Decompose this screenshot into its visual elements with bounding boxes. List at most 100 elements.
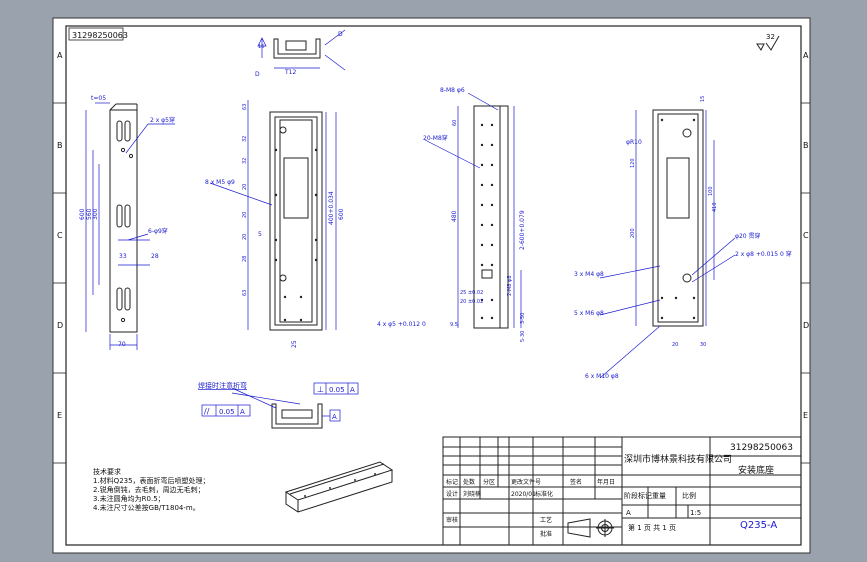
isometric-view <box>284 461 394 513</box>
svg-text:刘晓楠: 刘晓楠 <box>463 490 481 498</box>
svg-text:重量: 重量 <box>652 492 666 500</box>
svg-text:33: 33 <box>119 253 127 260</box>
svg-text:Q235-A: Q235-A <box>740 520 777 531</box>
svg-text:A: A <box>332 413 337 421</box>
svg-text:比例: 比例 <box>682 491 696 500</box>
view-3: 8-M8 φ6 20-M8穿 60 480 2-600+0.079 2-M8 φ… <box>377 87 526 342</box>
svg-text:20: 20 <box>242 234 248 240</box>
svg-text:审核: 审核 <box>446 516 458 524</box>
svg-text:32: 32 <box>242 158 248 164</box>
section-view: D D T12 16 <box>255 29 346 78</box>
svg-text:60: 60 <box>452 120 458 126</box>
svg-text:处数: 处数 <box>463 478 475 486</box>
technical-notes: 技术要求 1.材料Q235，表面折弯后喷塑处理； 2.锐角倒钝，去毛刺，周边无毛… <box>93 467 210 512</box>
svg-text:20: 20 <box>242 212 248 218</box>
svg-text:0.05: 0.05 <box>329 386 345 394</box>
svg-text:63: 63 <box>242 290 248 296</box>
svg-text:分区: 分区 <box>483 478 495 486</box>
svg-text:560: 560 <box>86 208 93 220</box>
datum-box: A <box>322 409 341 422</box>
perpendicularity-box: ⊥ 0.05 A <box>313 382 359 395</box>
svg-text:20-M8穿: 20-M8穿 <box>423 134 448 142</box>
view-1-side: t=05 2 x φ5穿 6-φ9穿 600 560 300 33 28 70 <box>79 95 175 350</box>
paper <box>52 17 811 554</box>
svg-text:300: 300 <box>92 208 99 220</box>
svg-text:签名: 签名 <box>570 478 582 486</box>
weld-detail: 焊接时注意折弯 ⊥ 0.05 A // 0.05 A A <box>198 381 359 429</box>
svg-text:70: 70 <box>118 341 126 348</box>
svg-text:600: 600 <box>338 208 345 220</box>
roughness-mark: 32 <box>756 33 780 51</box>
svg-text:480: 480 <box>451 210 458 222</box>
svg-text:焊接时注意折弯: 焊接时注意折弯 <box>198 381 247 390</box>
parallelism-box: // 0.05 A <box>201 404 251 417</box>
svg-text:标记: 标记 <box>446 478 458 486</box>
svg-text:D: D <box>57 321 63 330</box>
inner-frame <box>65 25 802 546</box>
svg-text:D: D <box>338 31 343 38</box>
svg-text:31298250063: 31298250063 <box>730 443 793 453</box>
svg-text:120: 120 <box>630 158 636 168</box>
svg-text:C: C <box>57 231 63 240</box>
svg-text:E: E <box>57 411 62 420</box>
svg-text:5: 5 <box>258 231 262 238</box>
svg-text:25: 25 <box>291 340 298 348</box>
svg-text:410: 410 <box>712 202 718 212</box>
drawing-code: 31298250063 <box>72 31 128 40</box>
svg-text:1:5: 1:5 <box>690 509 701 517</box>
view-4: φR10 120 200 100 410 15 φ20 贯穿 2 x φ8 +0… <box>574 96 792 380</box>
svg-text:设计: 设计 <box>446 490 458 498</box>
svg-text:6 x M10 φ8: 6 x M10 φ8 <box>585 373 619 380</box>
svg-text:批准: 批准 <box>540 530 552 538</box>
svg-text:8-M8 φ6: 8-M8 φ6 <box>440 87 465 94</box>
svg-text:600: 600 <box>79 208 86 220</box>
svg-text:25 ±0.02: 25 ±0.02 <box>460 290 483 296</box>
svg-text:标准化: 标准化 <box>535 490 553 498</box>
svg-text:阶段标记: 阶段标记 <box>624 491 652 500</box>
svg-text:A: A <box>350 386 355 394</box>
svg-text:A: A <box>240 408 245 416</box>
drawing-code-box <box>68 27 124 41</box>
svg-text:4.未注尺寸公差按GB/T1804-m。: 4.未注尺寸公差按GB/T1804-m。 <box>93 503 200 512</box>
svg-text:技术要求: 技术要求 <box>93 467 121 476</box>
svg-text:4 x φ5 +0.012 0: 4 x φ5 +0.012 0 <box>377 321 426 328</box>
svg-text:A: A <box>626 509 631 517</box>
svg-text:28: 28 <box>242 256 248 262</box>
projection-symbol <box>567 518 614 538</box>
svg-text:20: 20 <box>242 184 248 190</box>
svg-text:63: 63 <box>242 104 248 110</box>
svg-text:A: A <box>803 51 809 60</box>
svg-text:20 ±0.02: 20 ±0.02 <box>460 299 483 305</box>
svg-text:20: 20 <box>672 342 678 348</box>
svg-text:T12: T12 <box>284 69 296 76</box>
svg-text:5 x M6 φ8: 5 x M6 φ8 <box>574 310 604 317</box>
svg-text:B: B <box>57 141 63 150</box>
svg-text:深圳市博林景科技有限公司: 深圳市博林景科技有限公司 <box>624 453 732 465</box>
svg-text://: // <box>204 407 210 416</box>
svg-text:2-M8 φ8: 2-M8 φ8 <box>507 275 513 296</box>
svg-text:100: 100 <box>708 186 714 196</box>
svg-text:D: D <box>803 321 809 330</box>
svg-text:B: B <box>803 141 809 150</box>
zone-letters-right: A B C D E <box>803 51 809 420</box>
svg-text:8 x M5 φ9: 8 x M5 φ9 <box>205 179 235 186</box>
svg-text:16: 16 <box>258 44 264 50</box>
svg-text:15: 15 <box>700 96 706 102</box>
svg-text:9.5: 9.5 <box>450 322 458 328</box>
view-2-front: 8 x M5 φ9 63 32 32 20 20 20 28 5 63 400+… <box>205 100 345 348</box>
svg-text:更改文件号: 更改文件号 <box>511 478 541 486</box>
svg-text:3 x M4 φ8: 3 x M4 φ8 <box>574 271 604 278</box>
svg-text:5-30: 5-30 <box>520 331 526 342</box>
svg-text:φ20 贯穿: φ20 贯穿 <box>735 232 761 240</box>
svg-text:C: C <box>803 231 809 240</box>
svg-text:2.锐角倒钝，去毛刺，周边无毛刺；: 2.锐角倒钝，去毛刺，周边无毛刺； <box>93 485 205 494</box>
svg-text:3-50: 3-50 <box>520 313 526 324</box>
svg-text:400+0.034: 400+0.034 <box>328 191 335 225</box>
svg-text:3.未注圆角均为R0.5；: 3.未注圆角均为R0.5； <box>93 494 165 503</box>
svg-text:t=05: t=05 <box>91 95 106 102</box>
svg-text:2-600+0.079: 2-600+0.079 <box>519 210 526 250</box>
svg-text:⊥: ⊥ <box>317 385 324 394</box>
svg-text:E: E <box>803 411 808 420</box>
svg-text:A: A <box>57 51 63 60</box>
